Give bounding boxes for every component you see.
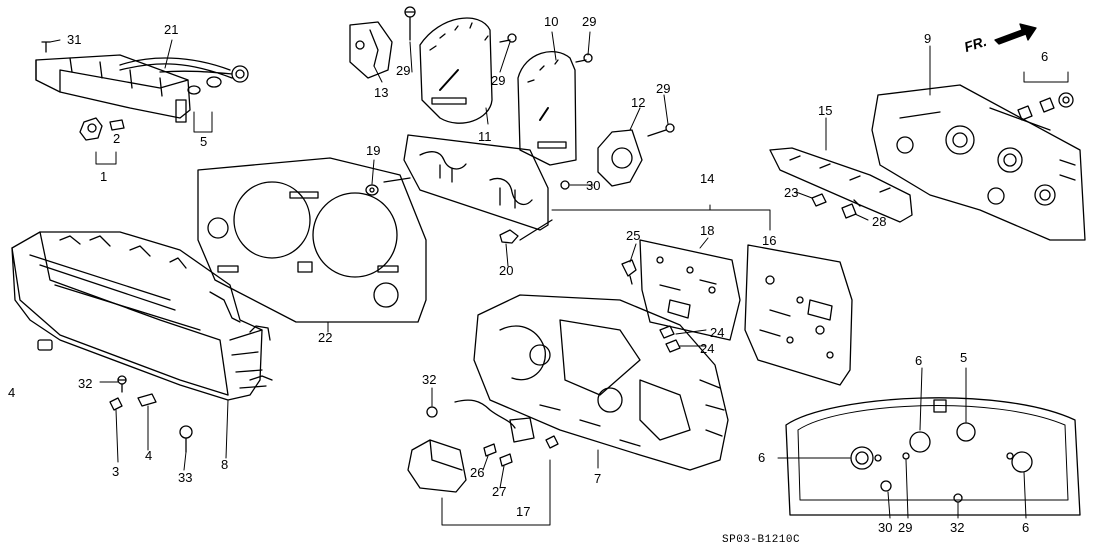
screws-top [404, 6, 675, 190]
label-17: 17 [516, 504, 531, 519]
part-6-bulbs-top [1017, 71, 1074, 121]
part-2-1-bulbs [79, 117, 125, 165]
label-5-b: 5 [960, 350, 968, 365]
gauge-12-temp [597, 129, 643, 187]
label-6-c: 6 [758, 450, 766, 465]
label-22: 22 [318, 330, 333, 345]
label-20: 20 [499, 263, 514, 278]
label-32-c: 32 [950, 520, 965, 535]
label-27: 27 [492, 484, 507, 499]
part-19-20-washers [365, 184, 519, 244]
label-24-b: 24 [700, 341, 715, 356]
left-small-parts [37, 339, 193, 453]
part-8-lens-housing [11, 231, 273, 401]
label-5-top: 5 [200, 134, 208, 149]
label-30-top: 30 [586, 178, 601, 193]
label-13: 13 [374, 85, 389, 100]
label-21: 21 [164, 22, 179, 37]
label-8: 8 [221, 457, 229, 472]
part-21-harness [35, 41, 249, 123]
gauge-13-fuel [349, 21, 393, 79]
label-11: 11 [478, 129, 492, 144]
label-28: 28 [872, 214, 887, 229]
part-5-sockets-top [187, 76, 222, 133]
label-16: 16 [762, 233, 777, 248]
diagram-code: SP03-B1210C [722, 534, 801, 546]
label-29-c: 29 [582, 14, 597, 29]
label-24-a: 24 [710, 325, 725, 340]
label-30-b: 30 [878, 520, 893, 535]
label-33: 33 [178, 470, 193, 485]
label-9: 9 [924, 31, 932, 46]
label-29-d: 29 [656, 81, 671, 96]
label-15: 15 [818, 103, 833, 118]
label-4-a: 4 [8, 385, 16, 400]
part-15-strip [769, 147, 913, 223]
part-16-board [744, 244, 853, 386]
label-1: 1 [100, 169, 108, 184]
label-26: 26 [470, 465, 485, 480]
part-case-rear [785, 397, 1081, 516]
label-23: 23 [784, 185, 799, 200]
part-9-case [871, 84, 1086, 241]
label-31: 31 [67, 32, 82, 47]
label-6-d: 6 [1022, 520, 1030, 535]
label-14: 14 [700, 171, 715, 186]
label-7: 7 [594, 471, 602, 486]
label-10: 10 [544, 14, 559, 29]
part-22-mask-panel [197, 157, 427, 323]
gauge-10-tachometer [517, 50, 577, 166]
label-29-a: 29 [396, 63, 411, 78]
label-18: 18 [700, 223, 715, 238]
gauge-11-speedometer [419, 17, 493, 124]
part-17-unit [407, 399, 559, 526]
part-18-board [639, 239, 741, 341]
part-7-housing [473, 294, 729, 471]
label-12: 12 [631, 95, 646, 110]
label-32-b: 32 [422, 372, 437, 387]
label-6-top: 6 [1041, 49, 1049, 64]
label-3: 3 [112, 464, 120, 479]
label-25: 25 [626, 228, 641, 243]
label-6-b: 6 [915, 353, 923, 368]
fr-arrow-icon [994, 23, 1037, 45]
part-14-meter-bracket [383, 134, 771, 241]
label-32-a: 32 [78, 376, 93, 391]
label-19: 19 [366, 143, 381, 158]
label-4-b: 4 [145, 448, 153, 463]
label-29-e: 29 [898, 520, 913, 535]
label-29-b: 29 [491, 73, 506, 88]
label-2: 2 [113, 131, 121, 146]
leader-lines [49, 31, 1027, 519]
part-23-28-pins [811, 193, 861, 219]
part-24-25-pins [621, 259, 681, 353]
